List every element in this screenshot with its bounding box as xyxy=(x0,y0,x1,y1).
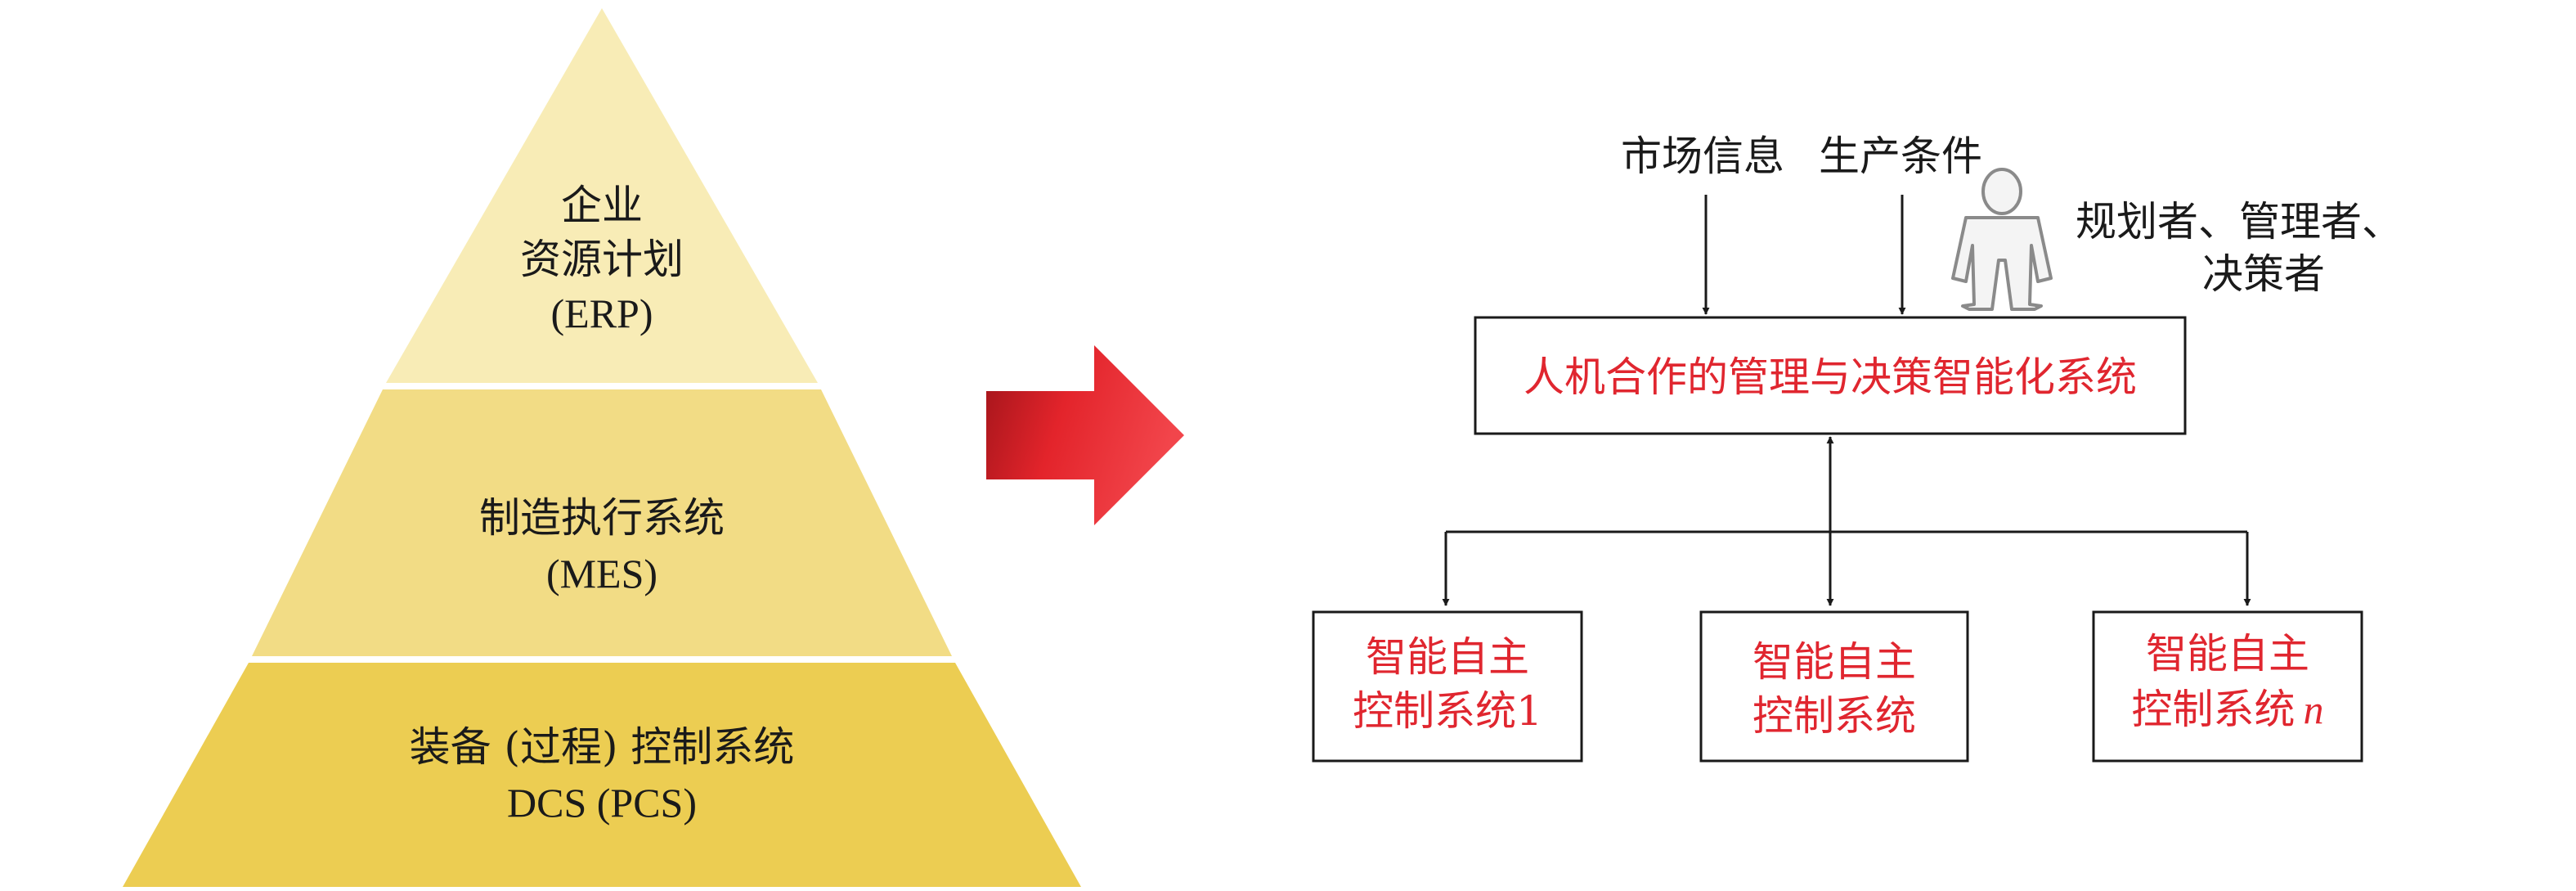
pyramid-bottom-line-2: DCS (PCS) xyxy=(507,780,697,826)
pyramid-middle-tier xyxy=(252,389,952,656)
subsystem-2-line-1: 智能自主 xyxy=(1752,638,1916,686)
transition-arrow-icon xyxy=(986,345,1184,525)
subsystem-1-line-2: 控制系统1 xyxy=(1353,687,1542,735)
pyramid-bottom-line-1: 装备 (过程) 控制系统 xyxy=(410,723,795,771)
main-decision-system-label: 人机合作的管理与决策智能化系统 xyxy=(1524,353,2137,401)
subsystem-n-box xyxy=(2092,610,2363,763)
subsystem-2-box xyxy=(1699,610,1969,763)
subsystem-n-line-2-text: 控制系统 xyxy=(2132,686,2296,733)
input-market-info: 市场信息 xyxy=(1621,133,1784,180)
person-label-line-2: 决策者 xyxy=(2202,250,2325,298)
pyramid-top-line-2: 资源计划 xyxy=(520,236,684,283)
input-production-conditions: 生产条件 xyxy=(1819,133,1982,180)
subsystem-1-box xyxy=(1312,610,1583,763)
person-label-line-1: 规划者、管理者、 xyxy=(2076,198,2403,245)
pyramid: 企业 资源计划 (ERP) 制造执行系统 (MES) 装备 (过程) 控制系统 … xyxy=(123,8,1081,887)
pyramid-middle-line-1: 制造执行系统 xyxy=(479,494,725,542)
pyramid-middle-line-2: (MES) xyxy=(546,551,657,596)
pyramid-top-tier xyxy=(386,8,818,383)
subsystem-2-line-2: 控制系统 xyxy=(1752,692,1916,740)
subsystem-n-suffix: n xyxy=(2304,686,2324,732)
pyramid-top-line-1: 企业 xyxy=(561,182,643,229)
person-icon xyxy=(1951,168,2053,311)
main-decision-system-box xyxy=(1474,316,2187,435)
pyramid-top-line-3: (ERP) xyxy=(551,290,653,336)
subsystem-1-line-1: 智能自主 xyxy=(1366,633,1529,681)
pyramid-bottom-tier xyxy=(123,663,1081,887)
subsystem-n-line-1: 智能自主 xyxy=(2146,630,2309,677)
